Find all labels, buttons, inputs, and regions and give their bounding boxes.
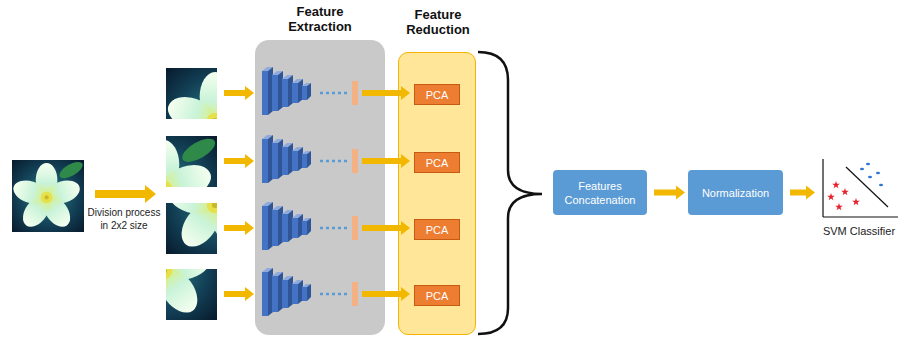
flow-arrow bbox=[224, 86, 254, 100]
node-label: PCA bbox=[426, 89, 449, 101]
flow-connector bbox=[654, 186, 685, 200]
flow-arrow bbox=[362, 221, 410, 235]
process-note: Division process in 2x2 size bbox=[84, 206, 164, 232]
node-label: PCA bbox=[426, 157, 449, 169]
reduction-panel: Feature ReductionPCAPCAPCAPCA bbox=[398, 52, 476, 335]
process-box: Features Concatenation bbox=[553, 170, 647, 215]
flower-tile bbox=[164, 150, 270, 254]
flower-tile bbox=[113, 216, 219, 320]
node-label: Normalization bbox=[702, 186, 769, 200]
pca-box: PCA bbox=[414, 219, 460, 240]
cnn-icon bbox=[262, 202, 358, 250]
flower-image bbox=[10, 159, 85, 232]
svm-plot bbox=[818, 155, 900, 221]
cnn-icon bbox=[262, 268, 358, 316]
panel-heading: Feature Extraction bbox=[270, 4, 370, 34]
cnn-icon bbox=[262, 135, 358, 183]
flow-arrow bbox=[362, 154, 410, 168]
flow-arrow bbox=[362, 287, 410, 301]
flow-arrow bbox=[224, 287, 254, 301]
process-box: Normalization bbox=[688, 170, 783, 215]
node-label: PCA bbox=[426, 224, 449, 236]
flow-arrow bbox=[95, 185, 156, 203]
flow-arrow bbox=[362, 86, 410, 100]
flow-arrow bbox=[224, 221, 254, 235]
panel-heading: Feature Reduction bbox=[388, 7, 488, 37]
flow-connector bbox=[790, 186, 815, 200]
pca-box: PCA bbox=[414, 84, 460, 105]
bracket bbox=[478, 52, 542, 334]
flow-arrow bbox=[224, 154, 254, 168]
node-label: SVM Classifier bbox=[818, 225, 900, 237]
pca-box: PCA bbox=[414, 285, 460, 306]
svm-classifier: SVM Classifier bbox=[818, 155, 900, 245]
cnn-icon bbox=[262, 67, 358, 115]
node-label: Features Concatenation bbox=[559, 179, 641, 207]
pca-box: PCA bbox=[414, 152, 460, 173]
flow-arrows bbox=[95, 86, 410, 301]
node-label: PCA bbox=[426, 290, 449, 302]
